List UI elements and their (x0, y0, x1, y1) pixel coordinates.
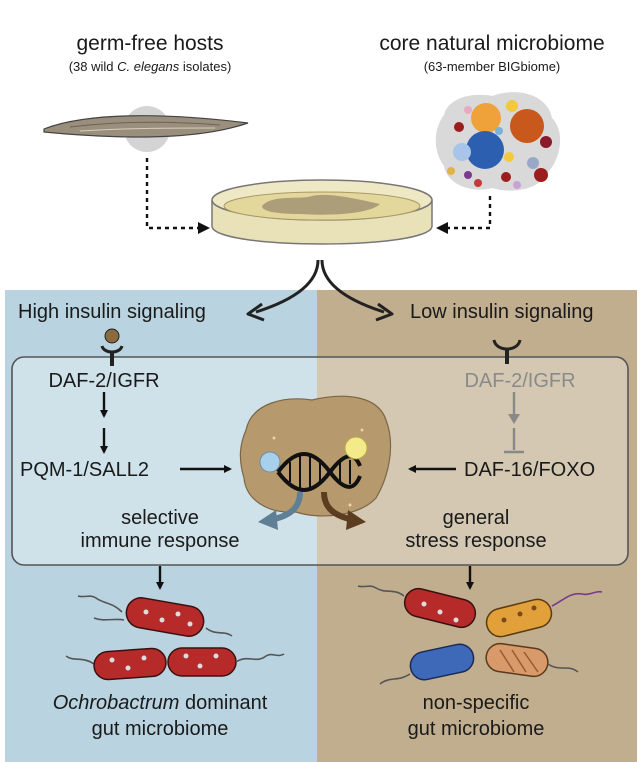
mixed-bacteria-illustration (357, 585, 603, 685)
microbiome-cloud-illustration (435, 92, 561, 191)
receptor-with-insulin-icon (100, 328, 124, 366)
right-outcome-line1: non-specific (422, 692, 530, 714)
high-insulin-panel-bg (5, 290, 317, 762)
left-receptor-label: DAF-2/IGFR (48, 370, 160, 392)
right-factor-label: DAF-16/FOXO (464, 459, 596, 481)
germ-free-hosts-title: germ-free hosts (76, 32, 224, 55)
petri-dish-illustration (211, 179, 433, 245)
right-response-line2: stress response (405, 530, 547, 552)
left-response-line1: selective (121, 507, 199, 529)
worm-illustration (43, 106, 249, 152)
outcome-genus: Ochrobactrum (52, 692, 180, 714)
subtitle-suffix: isolates) (179, 59, 232, 74)
receptor-empty-icon (492, 339, 522, 364)
ochrobactrum-bacteria-illustration (65, 595, 285, 681)
high-insulin-header: High insulin signaling (18, 301, 206, 323)
left-factor-label: PQM-1/SALL2 (20, 459, 149, 481)
subtitle-prefix: (38 wild (68, 59, 118, 74)
left-outcome-line1: Ochrobactrum dominant (53, 693, 268, 713)
left-response-line2: immune response (80, 530, 240, 552)
core-microbiome-subtitle: (63-member BIGbiome) (423, 59, 561, 74)
right-outcome-line2: gut microbiome (407, 718, 545, 740)
low-insulin-panel-bg (317, 290, 637, 762)
core-microbiome-title: core natural microbiome (379, 32, 605, 55)
right-receptor-label: DAF-2/IGFR (464, 370, 576, 392)
low-insulin-header: Low insulin signaling (410, 301, 594, 323)
subtitle-species: C. elegans (117, 59, 180, 74)
left-outcome-line2: gut microbiome (91, 718, 229, 740)
outcome-rest: dominant (179, 692, 268, 714)
dna-helix-icon (259, 436, 368, 492)
right-response-line1: general (442, 507, 510, 529)
germ-free-hosts-subtitle: (38 wild C. elegans isolates) (69, 60, 232, 73)
